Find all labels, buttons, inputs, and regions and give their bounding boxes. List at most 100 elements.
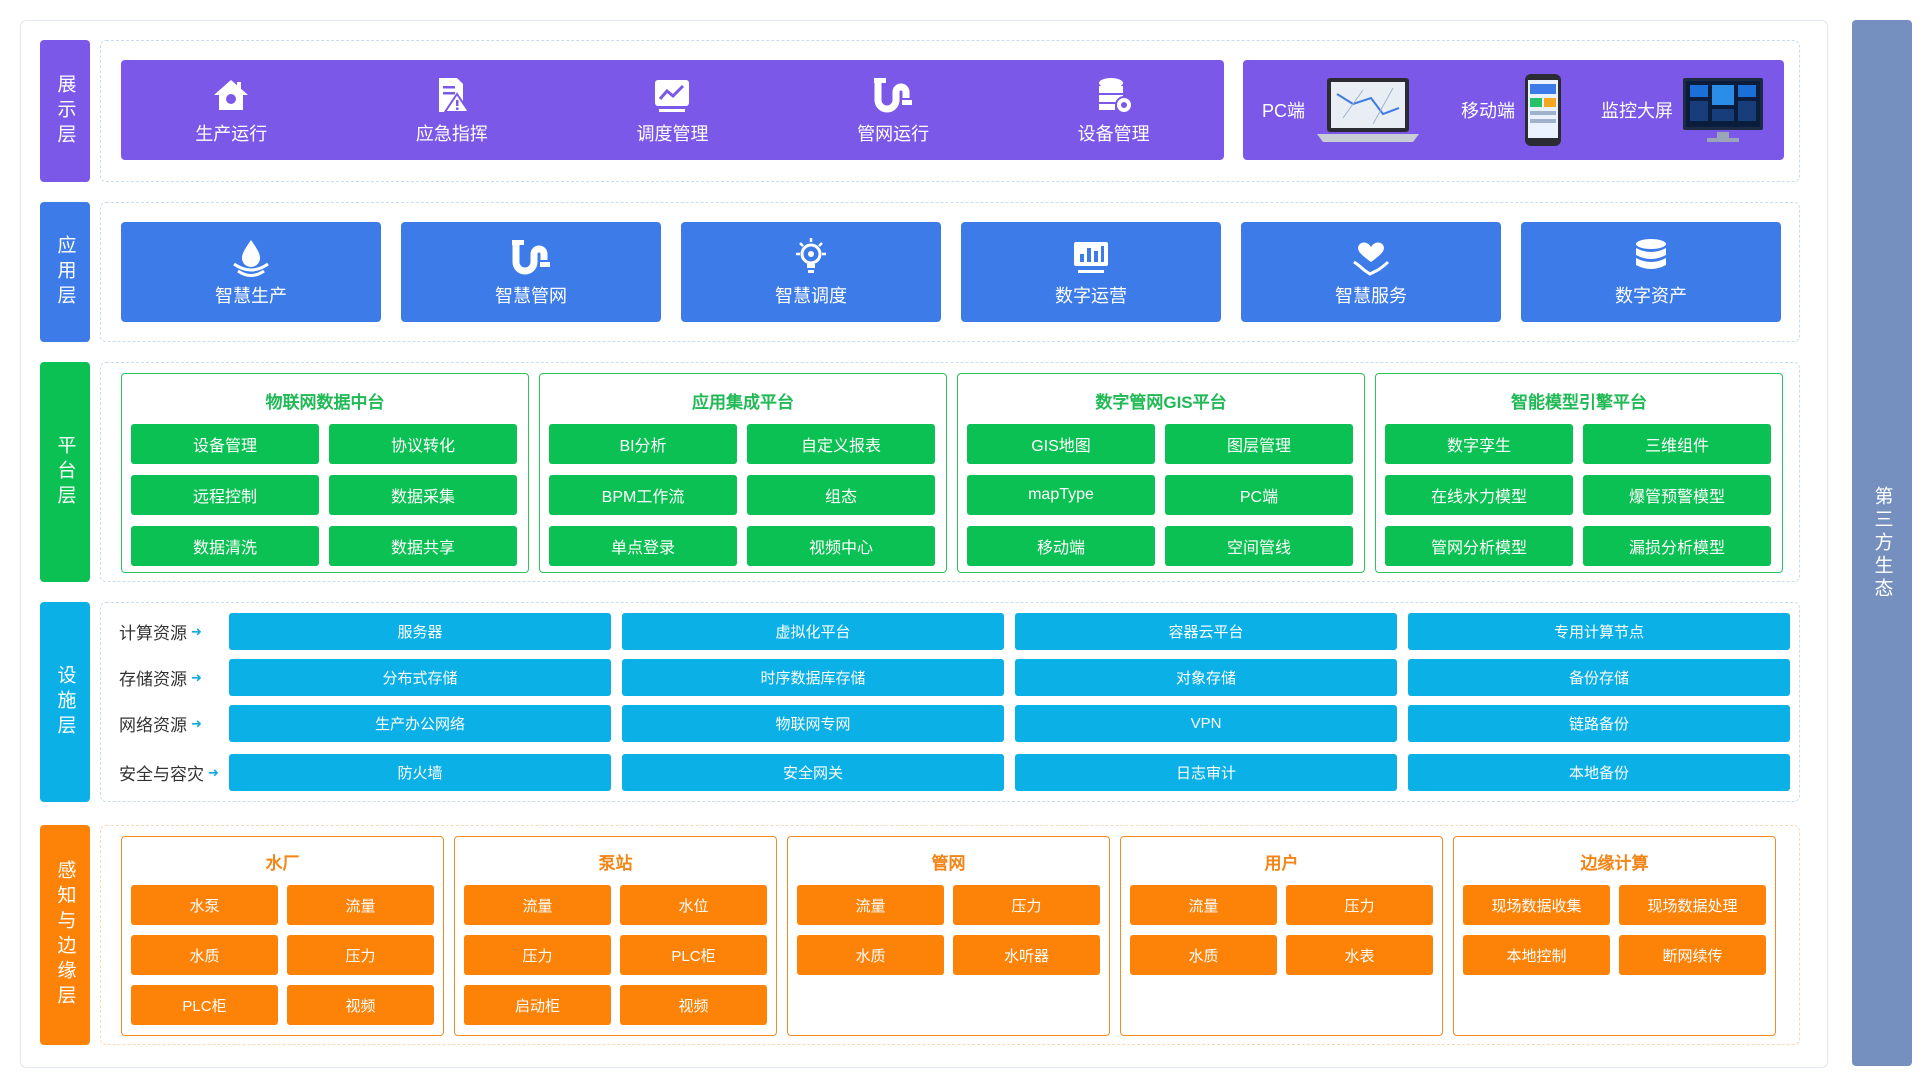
sensing-item[interactable]: 水听器 (953, 935, 1100, 975)
platform-app-integration: 应用集成平台 BI分析 自定义报表 BPM工作流 组态 单点登录 视频中心 (539, 373, 947, 573)
arrow-right-icon: ➜ (191, 669, 202, 685)
sensing-item[interactable]: 压力 (287, 935, 434, 975)
app-smart-dispatch[interactable]: 智慧调度 (681, 222, 941, 322)
display-module-emergency[interactable]: 应急指挥 (342, 60, 563, 160)
platform-item[interactable]: 数据共享 (329, 526, 517, 566)
terminal-label: 移动端 (1460, 101, 1515, 121)
app-digital-assets[interactable]: 数字资产 (1521, 222, 1781, 322)
platform-item[interactable]: 移动端 (967, 526, 1155, 566)
infra-item[interactable]: 分布式存储 (229, 659, 611, 696)
sensing-item[interactable]: 现场数据收集 (1463, 885, 1610, 925)
sensing-item[interactable]: 水质 (131, 935, 278, 975)
platform-item[interactable]: 远程控制 (131, 475, 319, 515)
platform-item[interactable]: PC端 (1165, 475, 1353, 515)
platform-item[interactable]: 漏损分析模型 (1583, 526, 1771, 566)
infra-item[interactable]: 链路备份 (1408, 705, 1790, 742)
platform-item[interactable]: 数据采集 (329, 475, 517, 515)
infra-item[interactable]: 容器云平台 (1015, 613, 1397, 650)
sensing-layer-label: 感知与边缘层 (40, 825, 90, 1045)
infra-item[interactable]: 安全网关 (622, 754, 1004, 791)
sensing-item[interactable]: 水表 (1286, 935, 1433, 975)
terminal-mobile[interactable]: 移动端 (1461, 72, 1563, 148)
platform-title: 智能模型引擎平台 (1511, 393, 1647, 412)
display-layer: 展示层 生产运行 应急指挥 调度管理 管网运行 设备管理 (40, 40, 1806, 182)
platform-layer-label: 平台层 (40, 362, 90, 582)
terminal-big-screen[interactable]: 监控大屏 (1601, 74, 1765, 146)
sensing-item[interactable]: 视频 (620, 985, 767, 1025)
display-module-equipment[interactable]: 设备管理 (1003, 60, 1224, 160)
infra-item[interactable]: 生产办公网络 (229, 705, 611, 742)
display-module-label: 设备管理 (1077, 124, 1150, 144)
sensing-item[interactable]: 水质 (1130, 935, 1277, 975)
sensing-item[interactable]: 启动柜 (464, 985, 611, 1025)
sensing-item[interactable]: PLC柜 (131, 985, 278, 1025)
arrow-right-icon: ➜ (208, 764, 219, 780)
sensing-item[interactable]: 水位 (620, 885, 767, 925)
infra-item[interactable]: 物联网专网 (622, 705, 1004, 742)
platform-layer-body: 物联网数据中台 设备管理 协议转化 远程控制 数据采集 数据清洗 数据共享 应用… (100, 362, 1800, 582)
infra-item[interactable]: 对象存储 (1015, 659, 1397, 696)
platform-item[interactable]: 空间管线 (1165, 526, 1353, 566)
sensing-pump-station: 泵站 流量 水位 压力 PLC柜 启动柜 视频 (454, 836, 777, 1036)
house-icon (214, 80, 249, 110)
display-module-pipeline[interactable]: 管网运行 (783, 60, 1004, 160)
infra-item[interactable]: 备份存储 (1408, 659, 1790, 696)
app-label: 智慧管网 (495, 286, 567, 306)
sensing-item[interactable]: 水泵 (131, 885, 278, 925)
platform-item[interactable]: 单点登录 (549, 526, 737, 566)
sensing-item[interactable]: 压力 (1286, 885, 1433, 925)
platform-item[interactable]: 协议转化 (329, 424, 517, 464)
platform-item[interactable]: 管网分析模型 (1385, 526, 1573, 566)
infra-item[interactable]: VPN (1015, 705, 1397, 742)
platform-item[interactable]: 图层管理 (1165, 424, 1353, 464)
app-digital-operation[interactable]: 数字运营 (961, 222, 1221, 322)
sensing-item[interactable]: 现场数据处理 (1619, 885, 1766, 925)
display-module-production[interactable]: 生产运行 (121, 60, 342, 160)
sensing-item[interactable]: 流量 (1130, 885, 1277, 925)
app-smart-service[interactable]: 智慧服务 (1241, 222, 1501, 322)
platform-item[interactable]: 在线水力模型 (1385, 475, 1573, 515)
sensing-item[interactable]: 水质 (797, 935, 944, 975)
sensing-item[interactable]: 压力 (953, 885, 1100, 925)
platform-item[interactable]: 视频中心 (747, 526, 935, 566)
platform-iot-data: 物联网数据中台 设备管理 协议转化 远程控制 数据采集 数据清洗 数据共享 (121, 373, 529, 573)
infra-item[interactable]: 专用计算节点 (1408, 613, 1790, 650)
pipeline-icon (874, 78, 913, 113)
infra-item[interactable]: 服务器 (229, 613, 611, 650)
platform-item[interactable]: mapType (967, 475, 1155, 515)
display-module-dispatch[interactable]: 调度管理 (562, 60, 783, 160)
platform-item[interactable]: 三维组件 (1583, 424, 1771, 464)
sensing-item[interactable]: 断网续传 (1619, 935, 1766, 975)
infra-item[interactable]: 本地备份 (1408, 754, 1790, 791)
sensing-item[interactable]: PLC柜 (620, 935, 767, 975)
sensing-title: 边缘计算 (1580, 854, 1649, 873)
sensing-item[interactable]: 本地控制 (1463, 935, 1610, 975)
infra-item[interactable]: 虚拟化平台 (622, 613, 1004, 650)
infra-item[interactable]: 日志审计 (1015, 754, 1397, 791)
app-smart-pipeline[interactable]: 智慧管网 (401, 222, 661, 322)
platform-item[interactable]: 数字孪生 (1385, 424, 1573, 464)
laptop-icon (1317, 78, 1419, 142)
sensing-item[interactable]: 流量 (464, 885, 611, 925)
sensing-item[interactable]: 流量 (287, 885, 434, 925)
terminal-pc[interactable]: PC端 (1262, 74, 1423, 146)
platform-item[interactable]: GIS地图 (967, 424, 1155, 464)
sensing-item[interactable]: 流量 (797, 885, 944, 925)
infra-item[interactable]: 防火墙 (229, 754, 611, 791)
platform-item[interactable]: 设备管理 (131, 424, 319, 464)
platform-item[interactable]: BPM工作流 (549, 475, 737, 515)
sensing-water-plant: 水厂 水泵 流量 水质 压力 PLC柜 视频 (121, 836, 444, 1036)
platform-item[interactable]: 组态 (747, 475, 935, 515)
platform-item[interactable]: 爆管预警模型 (1583, 475, 1771, 515)
trend-chart-icon (655, 80, 690, 112)
sensing-item[interactable]: 压力 (464, 935, 611, 975)
infra-item[interactable]: 时序数据库存储 (622, 659, 1004, 696)
platform-item[interactable]: 自定义报表 (747, 424, 935, 464)
platform-item[interactable]: 数据清洗 (131, 526, 319, 566)
app-smart-production[interactable]: 智慧生产 (121, 222, 381, 322)
infrastructure-layer-body: 计算资源➜ 服务器 虚拟化平台 容器云平台 专用计算节点 存储资源➜ 分布式存储… (100, 602, 1800, 802)
sensing-item[interactable]: 视频 (287, 985, 434, 1025)
platform-item[interactable]: BI分析 (549, 424, 737, 464)
terminal-label: PC端 (1261, 101, 1305, 121)
infra-row-label: 网络资源 (119, 716, 187, 735)
